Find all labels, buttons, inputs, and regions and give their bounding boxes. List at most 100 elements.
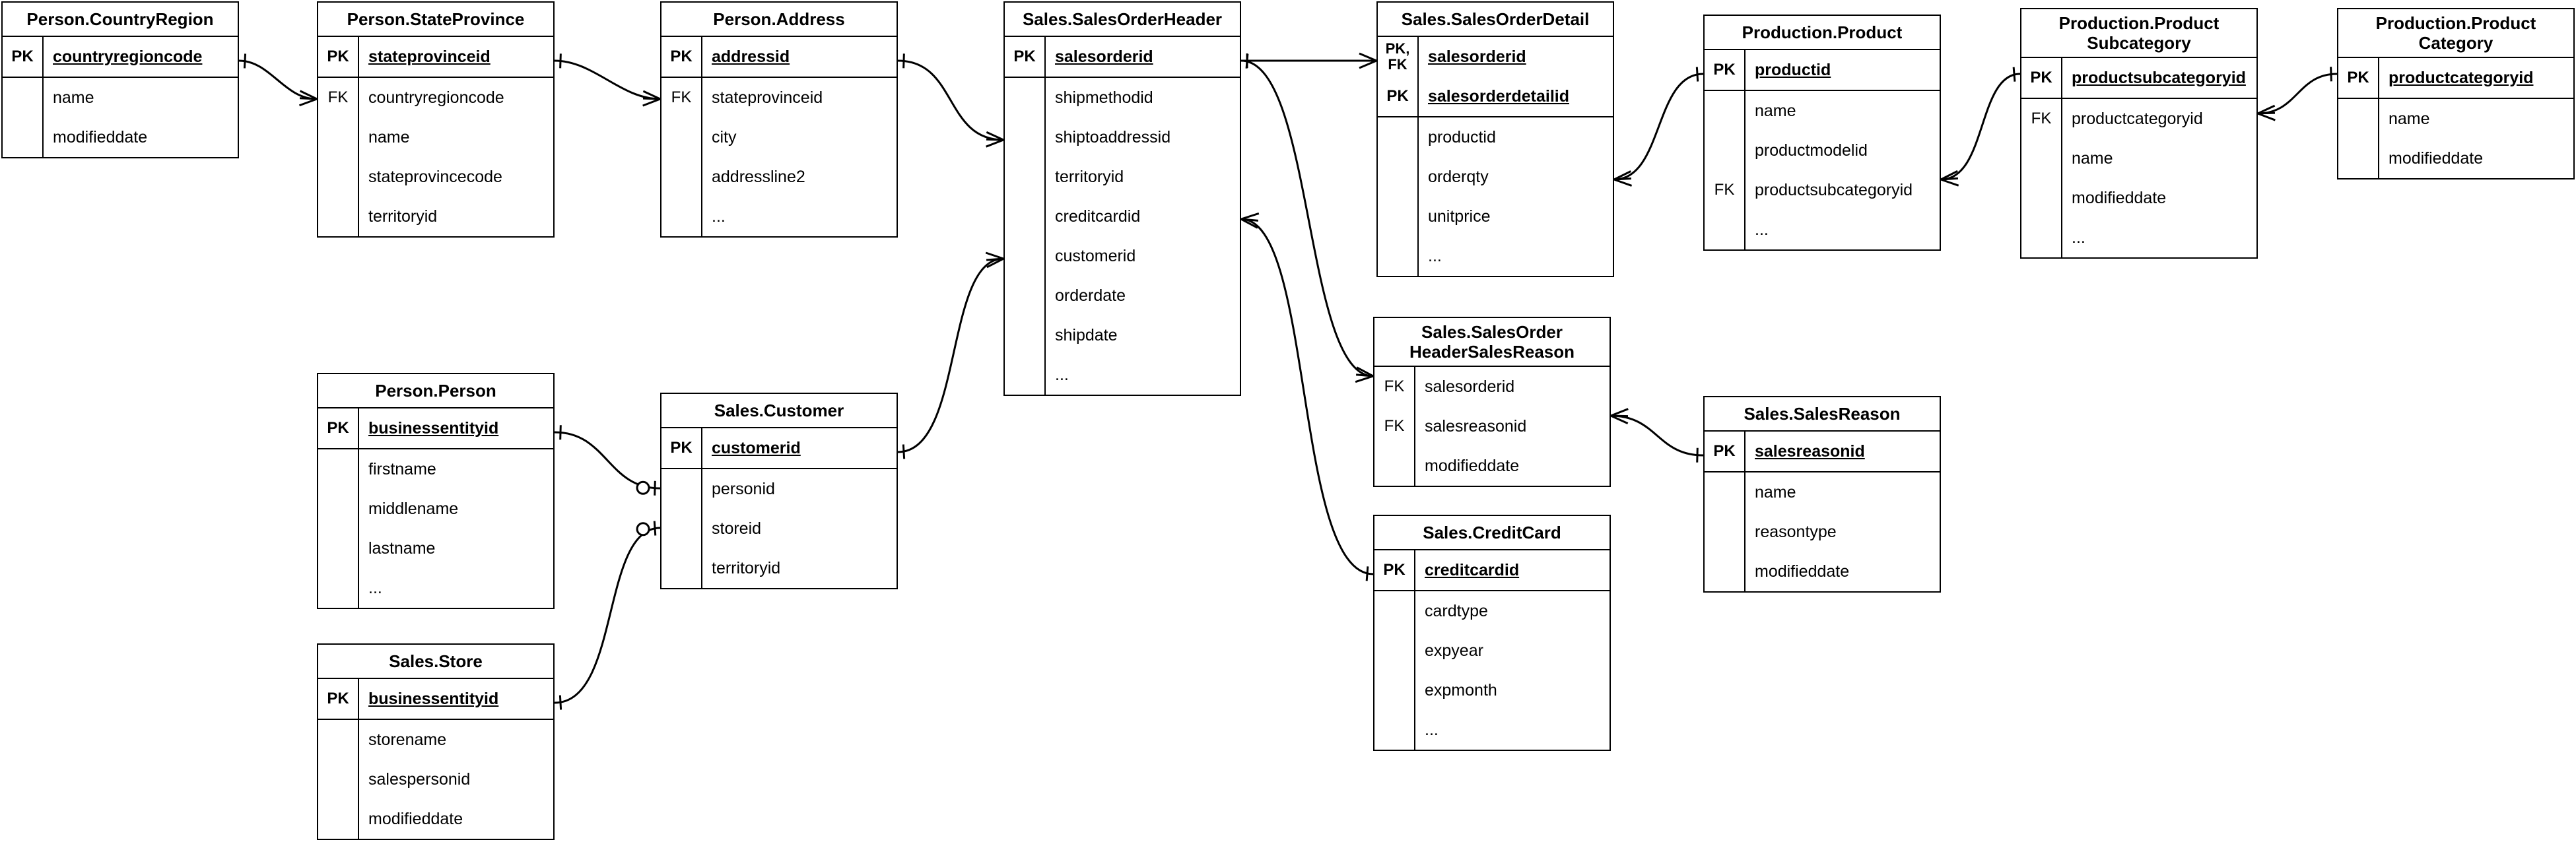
key-badge-empty <box>3 78 42 117</box>
key-badge-empty <box>661 157 701 197</box>
key-badge-pk: PK <box>1013 48 1036 65</box>
key-badge-fk: FK <box>2031 110 2052 127</box>
key-badge-empty <box>1374 631 1414 670</box>
relationship-rel-productsubcategory-productcategory <box>2257 67 2338 121</box>
attribute-name: shiptoaddressid <box>1055 127 1171 146</box>
key-badge-pk: PK <box>327 690 349 707</box>
entity-key-section: PK productsubcategoryid <box>2021 57 2256 98</box>
attribute-row: shipdate <box>1046 315 1240 355</box>
attribute-column: productcategoryid <box>2379 58 2573 98</box>
key-badge-empty <box>661 469 701 509</box>
relationship-rel-salesorderheadersalesreason-salesreason <box>1610 408 1704 463</box>
attribute-name: expyear <box>1425 641 1483 660</box>
attribute-name: ... <box>368 578 382 597</box>
attribute-row: businessentityid <box>359 679 553 719</box>
attribute-name: storename <box>368 730 447 749</box>
key-badge-pk: PK <box>670 48 693 65</box>
attribute-name: name <box>368 127 410 146</box>
attribute-row: unitprice <box>1419 197 1613 236</box>
relationship-rel-customer-salesorderheader <box>897 251 1004 459</box>
key-column: PK <box>318 679 359 719</box>
attribute-row: modifieddate <box>359 799 553 839</box>
key-badge-empty <box>1705 512 1744 552</box>
attribute-name: city <box>712 127 737 146</box>
attribute-row: ... <box>702 197 897 236</box>
relationship-rel-salesorderdetail-product <box>1613 67 1704 187</box>
key-column: PK <box>661 428 702 468</box>
entity-title: Person.Person <box>375 381 496 401</box>
attribute-name: stateprovinceid <box>712 88 823 107</box>
key-badge-pk: PK <box>1713 61 1736 79</box>
attribute-column: salesorderid <box>1046 37 1240 77</box>
attribute-name: lastname <box>368 538 436 558</box>
attribute-name: salesorderid <box>1055 47 1153 66</box>
entity-title: Sales.SalesOrderDetail <box>1401 9 1590 29</box>
attribute-column: addressid <box>702 37 897 77</box>
attribute-name: productid <box>1755 60 1831 79</box>
relationship-rel-salesorderheader-salesorderheadersalesreason <box>1240 53 1374 383</box>
relationship-line <box>897 59 1004 141</box>
entity-title: Sales.Customer <box>714 401 844 420</box>
attribute-name: modifieddate <box>2389 148 2484 168</box>
attribute-name: salesorderid <box>1425 377 1515 396</box>
key-badge-empty <box>1378 236 1417 276</box>
entity-title: Person.CountryRegion <box>26 9 214 29</box>
key-column <box>318 720 359 839</box>
key-badge-empty <box>1378 197 1417 236</box>
key-badge-pk: PK <box>327 48 349 65</box>
entity-title: Sales.Store <box>389 651 483 671</box>
attribute-row: productcategoryid <box>2379 58 2573 98</box>
key-column <box>318 449 359 608</box>
key-badge-empty <box>1378 117 1417 157</box>
attribute-row: modifieddate <box>1746 552 1940 591</box>
attribute-name: name <box>1755 482 1796 502</box>
key-badge-empty <box>318 529 358 568</box>
key-badge-empty <box>2021 139 2061 178</box>
key-badge-pk: PK <box>2030 69 2052 86</box>
relationship-line <box>1240 218 1374 575</box>
attribute-row: creditcardid <box>1046 197 1240 236</box>
key-column <box>661 469 702 588</box>
attribute-row: salesreasonid <box>1415 407 1610 446</box>
entity-key-section: PK addressid <box>661 36 897 77</box>
relationship-line <box>2257 73 2338 115</box>
attribute-row: middlename <box>359 489 553 529</box>
attribute-name: name <box>2389 109 2430 128</box>
attribute-row: salesreasonid <box>1746 432 1940 471</box>
attribute-name: territoryid <box>368 207 438 226</box>
entity-title: Person.Address <box>713 9 845 29</box>
attribute-row: firstname <box>359 449 553 489</box>
attribute-column: productsubcategoryid <box>2062 58 2256 98</box>
key-column: FK <box>1705 91 1746 249</box>
key-badge-pkfk: PK,FK <box>1385 40 1410 73</box>
attribute-name: firstname <box>368 459 436 478</box>
attribute-row: productsubcategoryid <box>2062 58 2256 98</box>
relationship-rel-creditcard-salesorderheader <box>1240 212 1374 581</box>
key-badge-pk: PK <box>1386 87 1409 105</box>
key-badge-empty <box>661 548 701 588</box>
key-badge-empty <box>318 568 358 608</box>
